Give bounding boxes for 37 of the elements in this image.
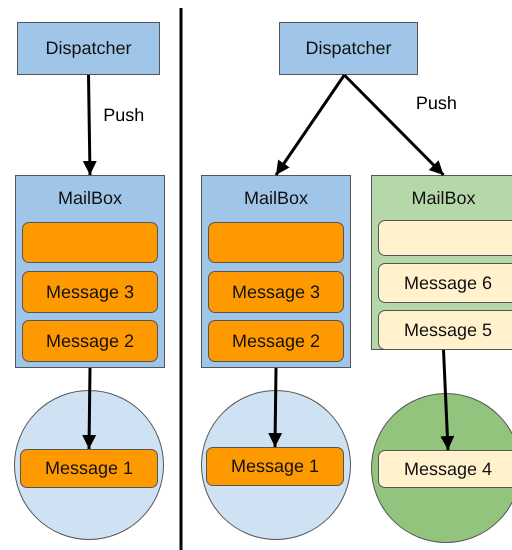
message-box xyxy=(208,271,344,313)
arrow xyxy=(440,350,454,450)
message-box xyxy=(22,320,158,362)
empty-message-slot xyxy=(378,220,512,256)
mailbox-container xyxy=(15,175,165,368)
message-label: Message 3 xyxy=(44,282,136,302)
mailbox-container xyxy=(371,175,512,350)
dispatcher-box xyxy=(17,22,160,75)
arrow xyxy=(268,368,282,448)
message-box xyxy=(378,263,512,303)
arrow xyxy=(82,74,97,176)
message-label: Message 2 xyxy=(230,330,322,352)
message-label: Message 3 xyxy=(230,282,322,302)
message-label: Message 4 xyxy=(402,458,494,480)
mailbox-title: MailBox xyxy=(410,188,477,209)
dispatcher-label: Dispatcher xyxy=(44,38,133,59)
message-label: Message 6 xyxy=(402,272,494,294)
message-box xyxy=(22,271,158,313)
message-box xyxy=(378,450,512,488)
empty-message-slot xyxy=(22,222,158,263)
message-label: Message 5 xyxy=(402,320,494,340)
message-box xyxy=(206,447,344,486)
arrow xyxy=(343,74,445,176)
arrow xyxy=(274,74,346,176)
message-label: Message 2 xyxy=(44,330,136,352)
mailbox-container xyxy=(201,175,351,368)
message-label: Message 1 xyxy=(44,458,134,479)
mailbox-title: MailBox xyxy=(56,188,124,209)
message-label: Message 1 xyxy=(230,456,320,477)
message-box xyxy=(20,449,158,488)
empty-message-slot xyxy=(208,222,344,263)
dispatcher-box xyxy=(279,22,418,75)
dispatcher-label: Dispatcher xyxy=(304,38,393,59)
mailbox-title: MailBox xyxy=(242,188,310,209)
message-box xyxy=(208,320,344,362)
message-box xyxy=(378,310,512,350)
arrow xyxy=(82,368,96,450)
